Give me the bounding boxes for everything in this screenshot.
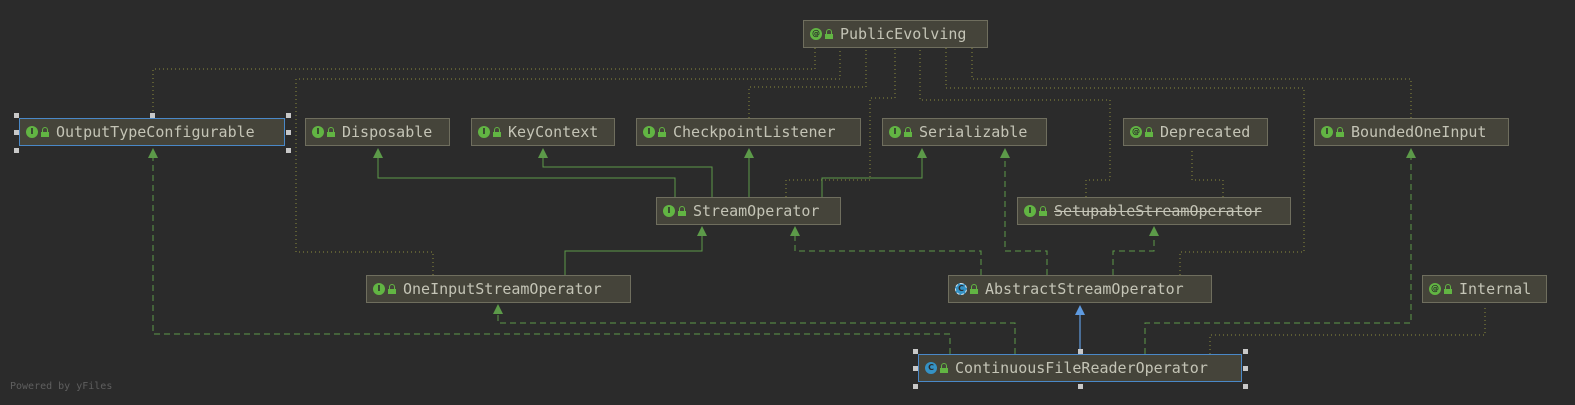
- selection-handle[interactable]: [14, 148, 19, 153]
- edge-so-keycontext: [538, 148, 713, 197]
- selection-handle[interactable]: [1243, 366, 1248, 371]
- node-label: Serializable: [919, 123, 1028, 141]
- interface-icon: I: [1321, 126, 1333, 138]
- node-label: Internal: [1459, 280, 1532, 298]
- interface-icon: I: [312, 126, 324, 138]
- interface-icon: I: [889, 126, 901, 138]
- selection-handle[interactable]: [1078, 349, 1083, 354]
- selection-handle[interactable]: [1243, 384, 1248, 389]
- interface-icon: I: [373, 283, 385, 295]
- annot-edge-aso: [945, 48, 1305, 275]
- node-checkpoint-listener[interactable]: I CheckpointListener: [636, 118, 861, 146]
- selection-handle[interactable]: [1243, 349, 1248, 354]
- selection-handle[interactable]: [913, 349, 918, 354]
- edge-aso-so: [790, 226, 982, 275]
- class-icon: C: [925, 362, 937, 374]
- annotation-edges: [152, 48, 1486, 354]
- node-label: PublicEvolving: [840, 25, 967, 43]
- abstract-class-icon: C: [955, 283, 967, 295]
- annot-edge-otc: [152, 48, 816, 115]
- node-label: Disposable: [342, 123, 433, 141]
- annot-edge-cl: [748, 48, 867, 118]
- public-lock-icon: [327, 127, 335, 137]
- public-lock-icon: [678, 206, 686, 216]
- public-lock-icon: [493, 127, 501, 137]
- node-label: OneInputStreamOperator: [403, 280, 602, 298]
- node-label: ContinuousFileReaderOperator: [955, 359, 1208, 377]
- annot-edge-boi: [971, 48, 1412, 118]
- node-output-type-configurable[interactable]: I OutputTypeConfigurable: [19, 118, 285, 146]
- node-public-evolving[interactable]: @ PublicEvolving: [803, 20, 988, 48]
- selection-handle[interactable]: [14, 113, 19, 118]
- public-lock-icon: [388, 284, 396, 294]
- edge-cfro-otc: [148, 148, 951, 354]
- selection-handle[interactable]: [14, 130, 19, 135]
- selection-handle[interactable]: [286, 130, 291, 135]
- extends-edges: [373, 148, 927, 275]
- public-lock-icon: [970, 284, 978, 294]
- public-lock-icon: [41, 127, 49, 137]
- node-label: SetupableStreamOperator: [1054, 202, 1262, 220]
- edge-oiso-so: [564, 226, 707, 275]
- edge-aso-sso: [1112, 226, 1159, 275]
- selection-handle[interactable]: [286, 148, 291, 153]
- node-one-input-stream-operator[interactable]: I OneInputStreamOperator: [366, 275, 631, 303]
- interface-icon: I: [26, 126, 38, 138]
- edge-so-serializable: [821, 148, 927, 197]
- public-lock-icon: [825, 29, 833, 39]
- selection-handle[interactable]: [286, 113, 291, 118]
- annot-edge-sso: [919, 48, 1111, 197]
- annot-edge-so: [785, 48, 896, 197]
- annot-edge-cfro-internal: [1209, 305, 1486, 354]
- node-internal[interactable]: @ Internal: [1422, 275, 1547, 303]
- selection-handle[interactable]: [1078, 384, 1083, 389]
- public-lock-icon: [940, 363, 948, 373]
- node-abstract-stream-operator[interactable]: C AbstractStreamOperator: [948, 275, 1212, 303]
- node-label: CheckpointListener: [673, 123, 836, 141]
- node-label: Deprecated: [1160, 123, 1251, 141]
- annotation-icon: @: [1130, 126, 1142, 138]
- annot-edge-sso-deprecated: [1191, 148, 1224, 197]
- public-lock-icon: [1336, 127, 1344, 137]
- node-label: KeyContext: [508, 123, 599, 141]
- implements-edges: [148, 148, 1416, 354]
- edge-cfro-boi: [1144, 148, 1416, 354]
- node-label: BoundedOneInput: [1351, 123, 1487, 141]
- node-setupable-stream-operator[interactable]: I SetupableStreamOperator: [1017, 197, 1291, 225]
- powered-by-footer: Powered by yFiles: [10, 381, 113, 392]
- annotation-icon: @: [1429, 283, 1441, 295]
- edge-aso-serializable: [1000, 148, 1048, 275]
- public-lock-icon: [1145, 127, 1153, 137]
- node-continuous-file-reader-operator[interactable]: C ContinuousFileReaderOperator: [918, 354, 1242, 382]
- node-label: AbstractStreamOperator: [985, 280, 1184, 298]
- node-serializable[interactable]: I Serializable: [882, 118, 1047, 146]
- selection-handle[interactable]: [913, 384, 918, 389]
- public-lock-icon: [1039, 206, 1047, 216]
- node-stream-operator[interactable]: I StreamOperator: [656, 197, 841, 225]
- edge-cfro-oiso: [493, 304, 1016, 354]
- public-lock-icon: [1444, 284, 1452, 294]
- selection-handle[interactable]: [913, 366, 918, 371]
- public-lock-icon: [904, 127, 912, 137]
- edge-so-disposable: [373, 148, 676, 197]
- node-label: OutputTypeConfigurable: [56, 123, 255, 141]
- interface-icon: I: [643, 126, 655, 138]
- node-deprecated[interactable]: @ Deprecated: [1123, 118, 1268, 146]
- node-disposable[interactable]: I Disposable: [305, 118, 450, 146]
- node-key-context[interactable]: I KeyContext: [471, 118, 615, 146]
- selection-handle[interactable]: [150, 113, 155, 118]
- node-label: StreamOperator: [693, 202, 820, 220]
- annotation-icon: @: [810, 28, 822, 40]
- interface-icon: I: [478, 126, 490, 138]
- public-lock-icon: [658, 127, 666, 137]
- interface-icon: I: [1024, 205, 1036, 217]
- interface-icon: I: [663, 205, 675, 217]
- node-bounded-one-input[interactable]: I BoundedOneInput: [1314, 118, 1509, 146]
